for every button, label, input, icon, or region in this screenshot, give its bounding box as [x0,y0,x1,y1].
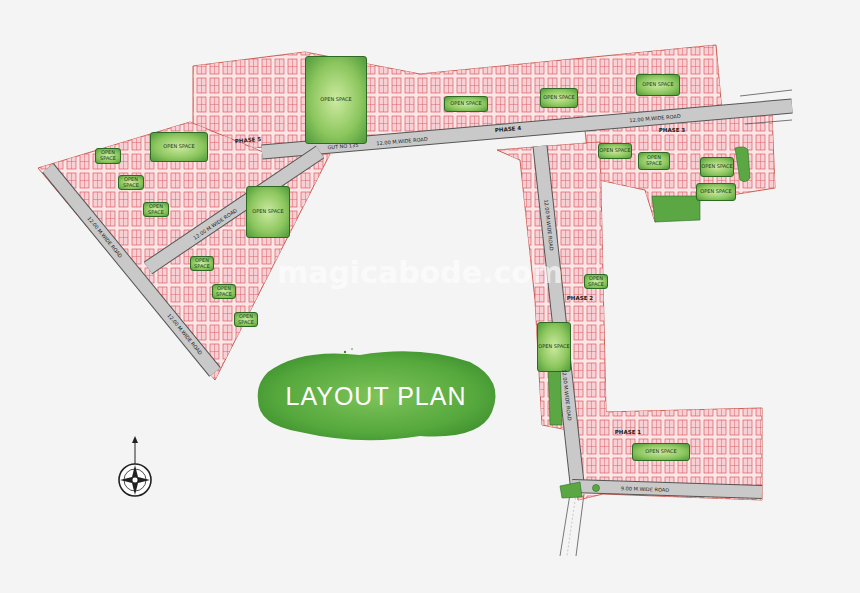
open-space: OPEN SPACE [95,148,121,164]
open-space: OPEN SPACE [150,132,208,162]
open-space-label: OPEN SPACE [645,449,676,455]
open-space: OPEN SPACE [305,56,367,144]
open-space: OPEN SPACE [700,157,734,177]
open-space: OPEN SPACE [444,96,488,112]
open-space-label: OPEN SPACE [585,276,607,288]
phase-label: PHASE 1 [615,429,641,435]
plan-title: LAYOUT PLAN [286,382,467,411]
open-space-label: OPEN SPACE [144,204,168,216]
open-space-label: OPEN SPACE [639,155,669,167]
open-space: OPEN SPACE [190,256,214,271]
phase-label: PHASE 3 [659,127,685,133]
watermark: magicabode.com [277,255,563,290]
open-space: OPEN SPACE [584,274,608,289]
phase-label: PHASE 2 [567,295,593,301]
open-space: OPEN SPACE [636,74,680,96]
open-space-label: OPEN SPACE [119,177,143,189]
open-space: OPEN SPACE [118,175,144,190]
compass-rose [119,436,151,496]
open-space-label: OPEN SPACE [213,286,235,298]
open-space-label: OPEN SPACE [538,344,569,350]
open-space-label: OPEN SPACE [599,148,630,154]
open-space-label: OPEN SPACE [701,164,732,170]
open-space: OPEN SPACE [598,143,632,159]
open-space-label: OPEN SPACE [320,97,351,103]
open-space-label: OPEN SPACE [252,209,283,215]
open-space-label: OPEN SPACE [191,258,213,270]
open-space: OPEN SPACE [143,202,169,217]
layout-plan-blob [258,348,496,440]
open-space-label: OPEN SPACE [450,101,481,107]
open-space-label: OPEN SPACE [235,314,257,326]
open-space: OPEN SPACE [632,443,690,461]
open-space: OPEN SPACE [540,88,578,108]
parcels [38,45,775,500]
open-space: OPEN SPACE [234,312,258,327]
open-space: OPEN SPACE [537,322,571,372]
open-space-label: OPEN SPACE [700,189,731,195]
green-areas [548,147,750,498]
open-space: OPEN SPACE [246,186,290,238]
open-space: OPEN SPACE [212,284,236,299]
roads [48,90,792,556]
open-space-label: OPEN SPACE [543,95,574,101]
open-space: OPEN SPACE [696,183,736,201]
open-space-label: OPEN SPACE [163,144,194,150]
open-space-label: OPEN SPACE [642,82,673,88]
open-space-label: OPEN SPACE [96,150,120,162]
open-space: OPEN SPACE [638,152,670,170]
